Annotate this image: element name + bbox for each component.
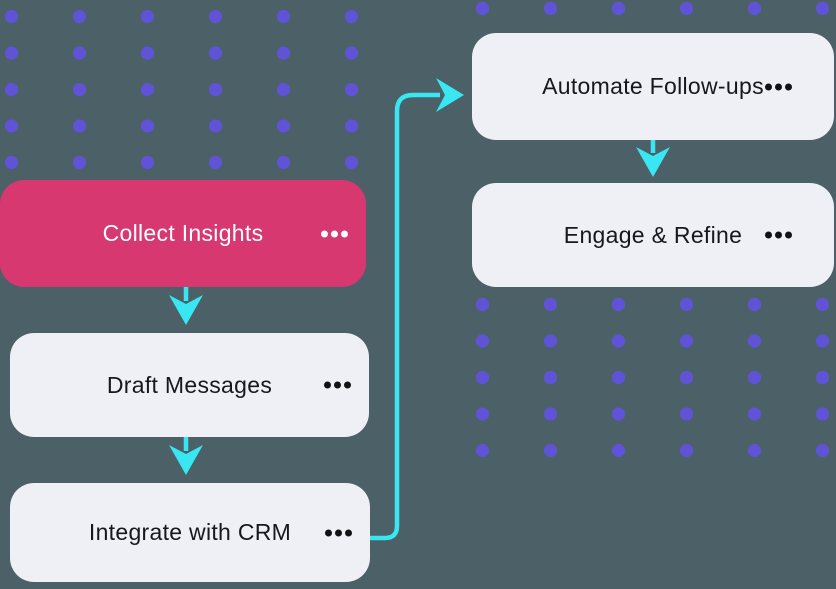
flow-node-collect-insights[interactable]: Collect Insights bbox=[0, 180, 366, 287]
flow-node-engage-refine[interactable]: Engage & Refine bbox=[472, 183, 834, 287]
node-label: Collect Insights bbox=[102, 220, 264, 246]
node-label: Automate Follow-ups bbox=[542, 73, 764, 99]
edge-collect-to-draft bbox=[169, 287, 203, 325]
dot-grid-top-right bbox=[476, 2, 832, 16]
node-label: Integrate with CRM bbox=[88, 519, 292, 545]
flow-node-draft-messages[interactable]: Draft Messages bbox=[10, 333, 369, 437]
flow-node-automate-follow-ups[interactable]: Automate Follow-ups bbox=[472, 33, 834, 140]
ellipsis-menu-icon[interactable] bbox=[325, 529, 352, 536]
ellipsis-menu-icon[interactable] bbox=[765, 231, 792, 239]
dot-grid-bottom-right bbox=[476, 298, 832, 458]
edge-draft-to-integrate bbox=[169, 437, 203, 475]
node-label: Draft Messages bbox=[106, 371, 273, 398]
edge-integrate-to-automate bbox=[370, 78, 464, 541]
ellipsis-menu-icon[interactable] bbox=[324, 381, 351, 389]
flow-node-integrate-with-crm[interactable]: Integrate with CRM bbox=[10, 483, 370, 582]
edge-automate-to-engage bbox=[636, 140, 670, 177]
ellipsis-menu-icon[interactable] bbox=[765, 83, 792, 90]
ellipsis-menu-icon[interactable] bbox=[321, 230, 348, 237]
dot-grid-top-left bbox=[5, 10, 359, 170]
node-label: Engage & Refine bbox=[563, 221, 743, 248]
